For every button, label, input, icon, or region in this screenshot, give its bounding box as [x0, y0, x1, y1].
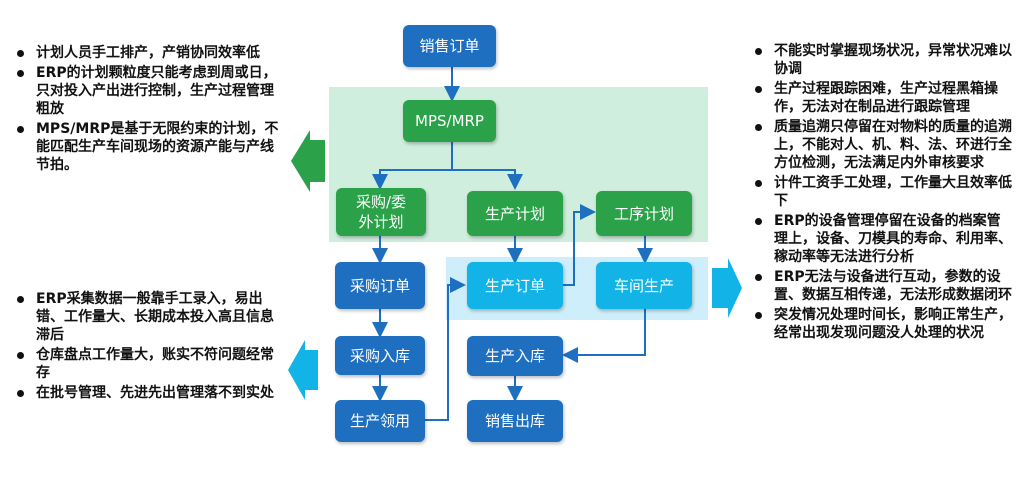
- left-top-arrow-icon: [291, 130, 325, 192]
- node-production-order: 生产订单: [467, 262, 563, 309]
- node-purchase-order: 采购订单: [335, 262, 425, 309]
- list-item: 突发情况处理时间长，影响正常生产，经常出现发现问题没人处理的状况: [752, 306, 1012, 342]
- list-item: ERP无法与设备进行互动，参数的设置、数据互相传递，无法形成数据闭环: [752, 268, 1012, 304]
- list-item: MPS/MRP是基于无限约束的计划，不能匹配生产车间现场的资源产能与产线节拍。: [14, 120, 284, 174]
- node-purchase-plan: 采购/委外计划: [336, 188, 426, 236]
- node-workshop-production: 车间生产: [596, 262, 692, 309]
- node-process-plan: 工序计划: [596, 191, 692, 236]
- list-item: ERP采集数据一般靠手工录入，易出错、工作量大、长期成本投入高且信息滞后: [14, 290, 284, 344]
- node-purchase-receipt: 采购入库: [335, 336, 425, 375]
- right-issue-list: 不能实时掌握现场状况，异常状况难以协调 生产过程跟踪困难，生产过程黑箱操作，无法…: [752, 42, 1012, 344]
- left-bottom-arrow-icon: [288, 340, 318, 400]
- list-item: ERP的计划颗粒度只能考虑到周或日，只对投入产出进行控制，生产过程管理粗放: [14, 64, 284, 118]
- list-item: 计划人员手工排产，产销协同效率低: [14, 44, 284, 62]
- list-item: 生产过程跟踪困难，生产过程黑箱操作，无法对在制品进行跟踪管理: [752, 80, 1012, 116]
- list-item: 计件工资手工处理，工作量大且效率低下: [752, 174, 1012, 210]
- node-sales-order: 销售订单: [403, 25, 496, 67]
- right-arrow-icon: [712, 258, 742, 318]
- left-bottom-issue-list: ERP采集数据一般靠手工录入，易出错、工作量大、长期成本投入高且信息滞后 仓库盘…: [14, 290, 284, 404]
- left-top-issue-list: 计划人员手工排产，产销协同效率低 ERP的计划颗粒度只能考虑到周或日，只对投入产…: [14, 44, 284, 176]
- list-item: 在批号管理、先进先出管理落不到实处: [14, 384, 284, 402]
- node-mps-mrp: MPS/MRP: [403, 100, 496, 142]
- node-production-receipt: 生产入库: [467, 336, 563, 376]
- list-item: 不能实时掌握现场状况，异常状况难以协调: [752, 42, 1012, 78]
- list-item: 仓库盘点工作量大，账实不符问题经常存: [14, 346, 284, 382]
- node-sales-delivery: 销售出库: [467, 400, 563, 442]
- list-item: ERP的设备管理停留在设备的档案管理上，设备、刀模具的寿命、利用率、稼动率等无法…: [752, 212, 1012, 266]
- list-item: 质量追溯只停留在对物料的质量的追溯上，不能对人、机、料、法、环进行全方位检测，无…: [752, 118, 1012, 172]
- node-production-issue: 生产领用: [335, 400, 425, 442]
- node-production-plan: 生产计划: [467, 191, 563, 236]
